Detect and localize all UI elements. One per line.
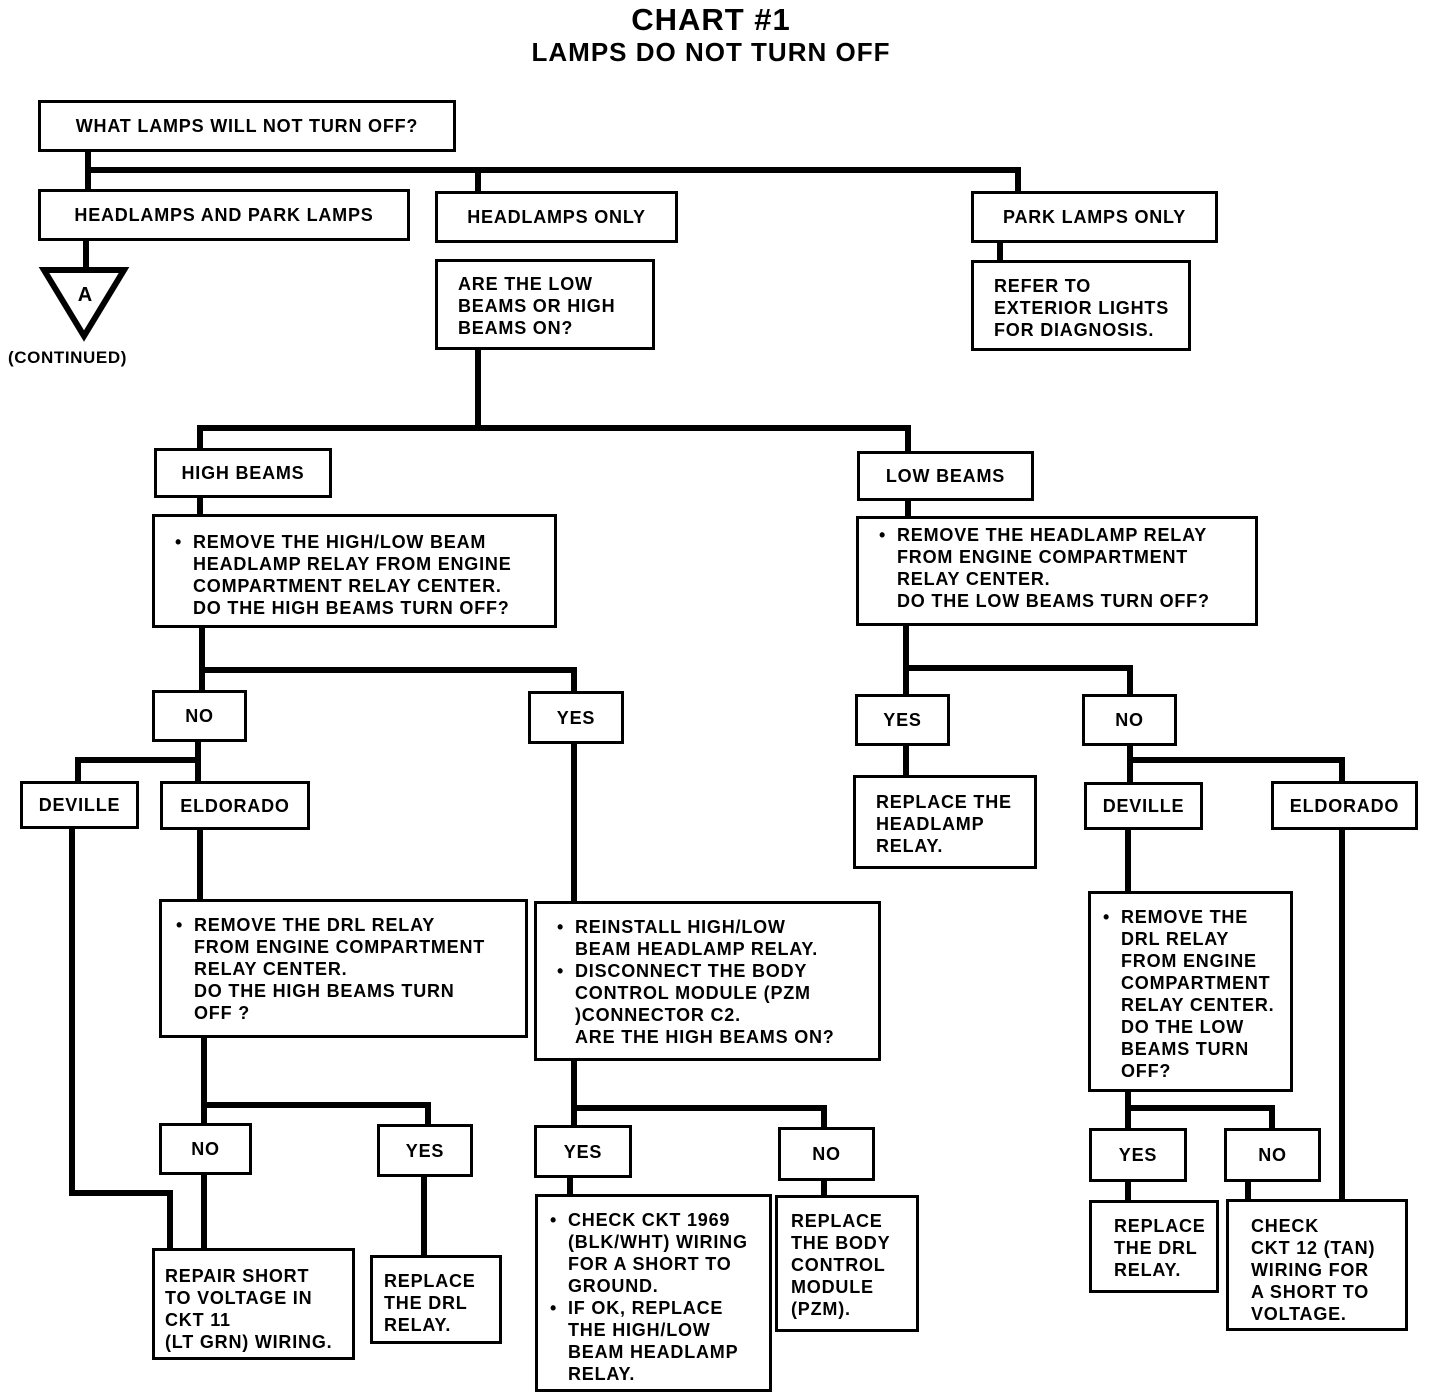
node-hb-drl-remove: • REMOVE THE DRL RELAY FROM ENGINE COMPA… [159,899,528,1038]
line-to-low-beams [475,425,911,455]
node-drl-yes-text: YES [405,1140,445,1161]
node-hb-no: NO [152,690,247,742]
node-hb-drl-remove-text: REMOVE THE DRL RELAY FROM ENGINE COMPART… [194,915,486,1023]
node-park-only-text: PARK LAMPS ONLY [1002,207,1187,227]
continued-label: (CONTINUED) [8,348,127,367]
node-hb-reinstall: • REINSTALL HIGH/LOW BEAM HEADLAMP RELAY… [534,901,881,1061]
node-high-remove: • REMOVE THE HIGH/LOW BEAM HEADLAMP RELA… [152,514,557,628]
node-low-beams-text: LOW BEAMS [885,466,1006,486]
node-hb-deville-text: DEVILLE [38,795,121,815]
bullet-dot: • [175,532,183,552]
node-check-ckt-text-1: CHECK CKT 1969 (BLK/WHT) WIRING FOR A SH… [568,1210,748,1296]
bullet-dot: • [550,1298,558,1318]
line-lb-branch [903,622,1133,698]
node-park-only: PARK LAMPS ONLY [971,191,1218,243]
node-lb-yes-text: YES [883,710,922,730]
node-what-lamps-text: WHAT LAMPS WILL NOT TURN OFF? [75,116,419,136]
line-lb-model-branch [1127,741,1345,785]
node-low-remove: • REMOVE THE HEADLAMP RELAY FROM ENGINE … [856,516,1258,626]
node-lb-deville-text: DEVILLE [1102,796,1185,816]
node-check-ckt-1969: • CHECK CKT 1969 (BLK/WHT) WIRING FOR A … [535,1194,772,1392]
bullet-dot: • [557,961,565,981]
node-hb-eldorado: ELDORADO [160,781,310,830]
node-what-lamps: WHAT LAMPS WILL NOT TURN OFF? [38,100,456,152]
node-replace-drl-lb: REPLACE THE DRL RELAY. [1089,1200,1219,1293]
chart-title: CHART #1 [631,2,791,37]
chart-subtitle: LAMPS DO NOT TURN OFF [531,37,891,67]
node-park-refer: REFER TO EXTERIOR LIGHTS FOR DIAGNOSIS. [971,260,1191,351]
node-lb-replace-relay: REPLACE THE HEADLAMP RELAY. [853,775,1037,869]
node-check-ckt-item-1: • CHECK CKT 1969 (BLK/WHT) WIRING FOR A … [550,1209,761,1297]
line-beams-branch [197,346,481,453]
node-lb-deville: DEVILLE [1084,782,1203,830]
node-hb-reinstall-text-2: DISCONNECT THE BODY CONTROL MODULE (PZM … [575,961,835,1047]
line-hb-deville-down [69,825,173,1253]
node-repair-short: REPAIR SHORT TO VOLTAGE IN CKT 11 (LT GR… [152,1248,355,1360]
node-lb-drl-no-text: NO [1258,1145,1287,1165]
node-lb-eldorado-text: ELDORADO [1289,795,1400,816]
node-drl-no: NO [159,1123,252,1175]
node-lb-drl-yes-text: YES [1118,1145,1158,1165]
line-top-branch [85,147,1021,195]
node-check-ckt-text-2: IF OK, REPLACE THE HIGH/LOW BEAM HEADLAM… [568,1298,739,1384]
bullet-dot: • [176,915,184,935]
line-pzm-branch [571,1057,827,1131]
node-low-or-high: ARE THE LOW BEAMS OR HIGH BEAMS ON? [435,259,655,350]
node-headlamps-park: HEADLAMPS AND PARK LAMPS [38,189,410,241]
node-hb-eldorado-text: ELDORADO [180,795,290,816]
node-hb-reinstall-item-2: • DISCONNECT THE BODY CONTROL MODULE (PZ… [557,960,870,1048]
bullet-dot: • [1103,907,1111,927]
connector-a-triangle [38,267,130,342]
line-hb-branch [199,625,577,695]
node-low-remove-text: REMOVE THE HEADLAMP RELAY FROM ENGINE CO… [897,525,1210,611]
node-hb-no-text: NO [185,706,214,726]
node-pzm-yes-text: YES [563,1141,603,1162]
node-replace-bcm: REPLACE THE BODY CONTROL MODULE (PZM). [775,1195,919,1332]
node-high-beams-text: HIGH BEAMS [181,463,305,483]
node-pzm-no-text: NO [812,1144,841,1164]
node-lb-no: NO [1082,694,1177,746]
node-replace-drl-hb: REPLACE THE DRL RELAY. [370,1255,502,1344]
node-lb-no-text: NO [1115,710,1144,730]
node-lb-eldorado: ELDORADO [1271,781,1418,830]
node-low-beams: LOW BEAMS [857,451,1034,501]
node-headlamps-only: HEADLAMPS ONLY [435,191,678,243]
node-hb-yes: YES [528,691,624,744]
node-drl-yes: YES [377,1124,473,1177]
bullet-dot: • [550,1210,558,1230]
line-hb-model-branch [75,738,201,785]
node-hb-deville: DEVILLE [20,781,139,829]
node-hb-yes-text: YES [556,707,596,728]
node-headlamps-only-text: HEADLAMPS ONLY [467,207,646,227]
node-lb-drl-no: NO [1224,1128,1321,1182]
node-hb-reinstall-item-1: • REINSTALL HIGH/LOW BEAM HEADLAMP RELAY… [557,916,870,960]
node-lb-drl-yes: YES [1089,1128,1187,1182]
node-check-ckt12: CHECK CKT 12 (TAN) WIRING FOR A SHORT TO… [1226,1199,1408,1331]
bullet-dot: • [879,525,887,545]
node-hb-reinstall-text-1: REINSTALL HIGH/LOW BEAM HEADLAMP RELAY. [575,917,819,959]
node-lb-drl-remove: • REMOVE THE DRL RELAY FROM ENGINE COMPA… [1088,891,1293,1092]
node-high-beams: HIGH BEAMS [154,448,332,498]
node-drl-no-text: NO [191,1139,220,1159]
node-pzm-no: NO [778,1127,875,1181]
bullet-dot: • [557,917,565,937]
node-lb-drl-remove-text: REMOVE THE DRL RELAY FROM ENGINE COMPART… [1121,907,1275,1081]
node-lb-yes: YES [855,694,950,746]
connector-a-label: A [77,284,93,306]
node-headlamps-park-text: HEADLAMPS AND PARK LAMPS [74,205,374,225]
node-pzm-yes: YES [534,1125,632,1178]
node-check-ckt-item-2: • IF OK, REPLACE THE HIGH/LOW BEAM HEADL… [550,1297,761,1385]
line-lb-drl-branch [1125,1087,1275,1133]
line-drl-branch [201,1034,431,1128]
node-high-remove-text: REMOVE THE HIGH/LOW BEAM HEADLAMP RELAY … [193,532,512,618]
